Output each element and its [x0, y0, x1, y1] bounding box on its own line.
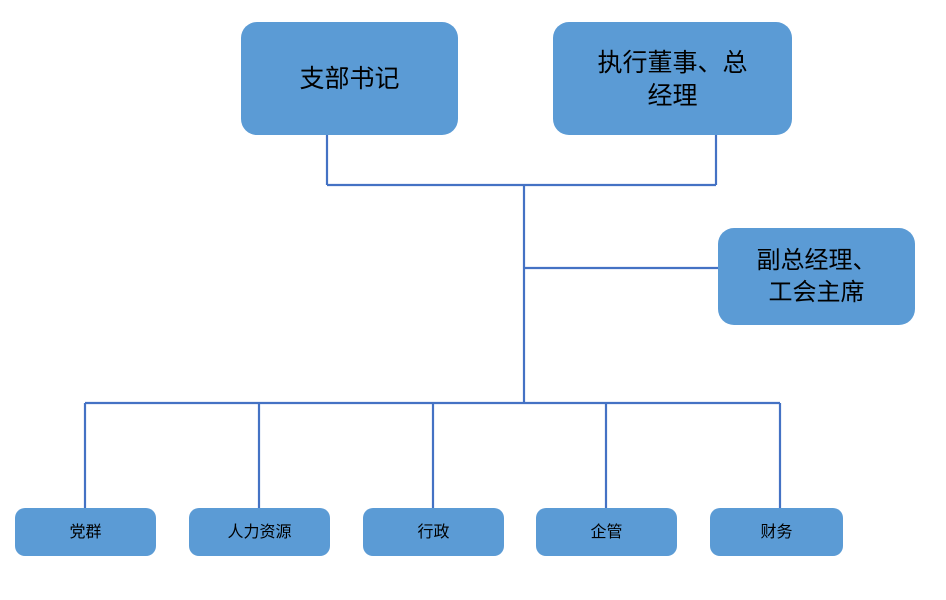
node-party-mass-work[interactable]: 党群 — [15, 508, 156, 556]
node-label: 财务 — [760, 522, 793, 542]
node-label: 行政 — [417, 522, 450, 542]
node-executive-director-gm[interactable]: 执行董事、总 经理 — [553, 22, 792, 135]
node-label: 支部书记 — [299, 64, 400, 93]
node-label: 企管 — [590, 522, 623, 542]
node-label: 副总经理、 工会主席 — [756, 245, 877, 306]
node-enterprise-management[interactable]: 企管 — [536, 508, 677, 556]
node-party-secretary[interactable]: 支部书记 — [241, 22, 458, 135]
node-administration[interactable]: 行政 — [363, 508, 504, 556]
node-deputy-gm-union-chair[interactable]: 副总经理、 工会主席 — [718, 228, 915, 325]
node-human-resources[interactable]: 人力资源 — [189, 508, 330, 556]
node-label: 党群 — [69, 522, 102, 542]
node-label: 人力资源 — [227, 522, 292, 542]
node-finance[interactable]: 财务 — [710, 508, 843, 556]
node-label: 执行董事、总 经理 — [597, 47, 748, 110]
